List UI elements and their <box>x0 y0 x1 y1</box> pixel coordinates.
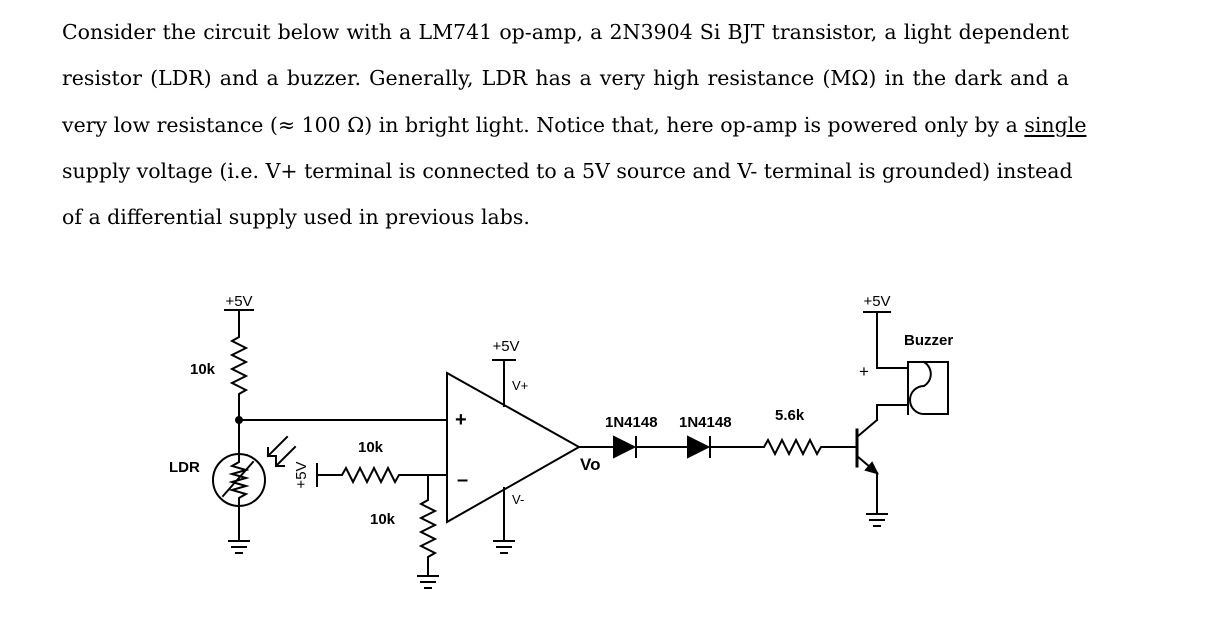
underlined-word-single: single <box>1024 112 1087 137</box>
ground-icon-opamp <box>493 540 515 554</box>
problem-paragraph: Consider the circuit below with a LM741 … <box>62 12 1086 243</box>
paragraph-line-3: very low resistance (≈ 100 Ω) in bright … <box>62 105 1086 151</box>
ground-icon-divider <box>417 569 439 589</box>
paragraph-line-3-text: very low resistance (≈ 100 Ω) in bright … <box>62 112 1025 137</box>
label-buzzer-plus: + <box>859 362 869 381</box>
ldr-symbol <box>212 453 266 507</box>
divider-supply-terminal <box>316 463 338 487</box>
label-r-top-left: 10k <box>190 361 216 378</box>
left-supply-terminal <box>224 309 254 333</box>
paragraph-line-5: of a differential supply used in previou… <box>62 205 530 230</box>
diode-2-symbol <box>687 435 711 459</box>
label-opamp-vminus: V- <box>512 492 524 507</box>
paragraph-line-2: resistor (LDR) and a buzzer. Generally, … <box>62 66 1069 91</box>
label-right-supply: +5V <box>863 293 890 310</box>
label-diode-1: 1N4148 <box>605 414 658 431</box>
diode-1-symbol <box>613 435 637 459</box>
opamp-supply-terminal <box>492 359 516 407</box>
buzzer-icon <box>907 360 949 415</box>
light-arrows-icon <box>266 435 297 468</box>
label-opamp-plus: + <box>455 409 467 431</box>
ground-icon-right <box>866 513 888 527</box>
label-r-divider-series: 10k <box>358 439 384 456</box>
label-left-supply: +5V <box>225 293 252 310</box>
opamp-symbol <box>446 371 582 524</box>
label-output-vo: Vo <box>580 455 600 474</box>
right-supply-terminal <box>863 311 891 369</box>
label-divider-supply: +5V <box>293 461 310 488</box>
label-opamp-minus: – <box>457 469 468 491</box>
resistor-10k-shunt <box>418 494 438 571</box>
resistor-5-6k <box>759 437 858 457</box>
label-diode-2: 1N4148 <box>679 414 732 431</box>
ground-icon-left <box>228 540 250 554</box>
label-buzzer: Buzzer <box>904 332 953 349</box>
paragraph-line-4: supply voltage (i.e. V+ terminal is conn… <box>62 158 1073 183</box>
label-opamp-supply: +5V <box>492 338 519 355</box>
resistor-10k-series <box>336 465 405 485</box>
label-r-base: 5.6k <box>775 407 805 424</box>
npn-transistor-symbol <box>855 404 879 515</box>
label-opamp-vplus: V+ <box>512 378 528 393</box>
resistor-10k-top <box>229 331 249 401</box>
label-ldr: LDR <box>169 459 200 476</box>
label-r-divider-shunt: 10k <box>370 511 396 528</box>
paragraph-line-1: Consider the circuit below with a LM741 … <box>62 20 1069 44</box>
